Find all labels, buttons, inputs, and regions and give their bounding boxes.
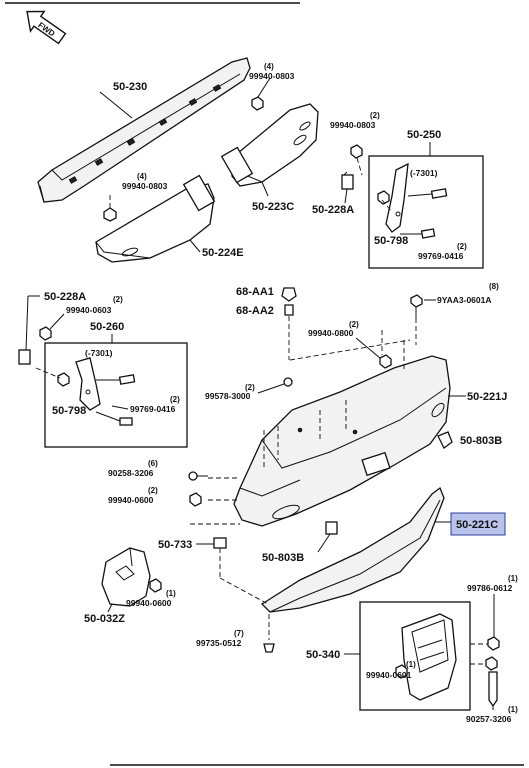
part-50-221J[interactable] [233, 355, 451, 527]
part-50-803B-a[interactable] [437, 431, 453, 449]
label-50-224E: 50-224E [202, 247, 244, 259]
qty-99940-0803-b: (2) [370, 111, 380, 120]
part-50-230[interactable] [37, 57, 251, 203]
label-99940-0603: 99940-0603 [66, 305, 112, 315]
qty-99940-0600-b: (1) [166, 589, 176, 598]
bolt-c-icon [96, 374, 136, 385]
label-50-798-b: 50-798 [52, 405, 86, 417]
box-50-340 [359, 601, 471, 711]
qty-9YAA3-0601A: (8) [489, 282, 499, 291]
part-50-228A-a[interactable] [341, 171, 354, 190]
bolt-99786-icon [470, 636, 500, 651]
screw-90257-icon [470, 656, 498, 708]
label-50-250: 50-250 [407, 129, 441, 141]
label-99940-0601: 99940-0601 [366, 670, 412, 680]
bolt-b-icon [400, 228, 436, 239]
label-50-340: 50-340 [306, 649, 340, 661]
clip-b-icon [57, 372, 70, 387]
label-90258-3206: 90258-3206 [108, 468, 154, 478]
qty-90258-3206: (6) [148, 459, 158, 468]
box-50-260 [44, 342, 188, 448]
qty-90257-3206: (1) [508, 705, 518, 714]
label-50-228A-b: 50-228A [44, 291, 86, 303]
label-50-032Z: 50-032Z [84, 613, 125, 625]
label-68-AA2: 68-AA2 [236, 305, 274, 317]
nut-99940-0603-icon [39, 326, 52, 341]
part-50-228A-b[interactable] [18, 349, 31, 365]
highlight-50-221C [450, 512, 506, 536]
label-50-228A-a: 50-228A [312, 204, 354, 216]
qty-99786-0612: (1) [508, 574, 518, 583]
nut-99940-0800-icon [379, 354, 392, 369]
label-99735-0512: 99735-0512 [196, 638, 242, 648]
qty-99940-0803-a: (4) [264, 62, 274, 71]
label-50-260: 50-260 [90, 321, 124, 333]
label-50-803B-b: 50-803B [262, 552, 304, 564]
bolt-9YAA3-icon [410, 294, 423, 318]
part-50-223C[interactable] [220, 103, 319, 187]
label-99940-0600-b: 99940-0600 [126, 598, 172, 608]
label-99769-0416-b: 99769-0416 [130, 404, 176, 414]
label-99578-3000: 99578-3000 [205, 391, 251, 401]
part-50-803B-b[interactable] [325, 521, 338, 535]
qty-99735-0512: (7) [234, 629, 244, 638]
nut-99940-0803-b-icon [350, 144, 363, 159]
bolt-d-icon [95, 411, 133, 426]
nut-99940-0601-icon [395, 664, 408, 679]
nut-99940-0600-b-icon [149, 578, 162, 593]
part-50-340[interactable] [401, 613, 457, 701]
nut-99940-0803-a-icon [251, 96, 264, 111]
clip-icon [377, 190, 390, 205]
label-99940-0600-a: 99940-0600 [108, 495, 154, 505]
qty-99940-0803-c: (4) [137, 172, 147, 181]
label-99940-0803-b: 99940-0803 [330, 120, 376, 130]
label-50-223C: 50-223C [252, 201, 294, 213]
clip-68-AA2-icon [284, 304, 294, 316]
fwd-arrow-icon: FWD [26, 10, 67, 45]
part-50-733[interactable] [213, 537, 227, 549]
label-7301-a: (-7301) [410, 168, 438, 178]
qty-99940-0601: (1) [406, 660, 416, 669]
bracket-50-260[interactable] [75, 357, 101, 411]
qty-99769-0416-b: (2) [170, 395, 180, 404]
label-99940-0803-c: 99940-0803 [122, 181, 168, 191]
label-50-221C[interactable]: 50-221C [456, 519, 498, 531]
part-50-032Z[interactable] [101, 547, 151, 607]
qty-99940-0800: (2) [349, 320, 359, 329]
nut-99940-0803-c-icon [103, 207, 117, 222]
part-50-224E[interactable] [95, 174, 216, 263]
qty-99769-0416-a: (2) [457, 242, 467, 251]
box-50-250 [368, 155, 484, 269]
label-68-AA1: 68-AA1 [236, 286, 274, 298]
label-50-803B-a: 50-803B [460, 435, 502, 447]
qty-99578-3000: (2) [245, 383, 255, 392]
label-50-230: 50-230 [113, 81, 147, 93]
bolt-a-icon [407, 188, 448, 199]
label-50-798-a: 50-798 [374, 235, 408, 247]
label-90257-3206: 90257-3206 [466, 714, 512, 724]
label-7301-b: (-7301) [85, 348, 113, 358]
label-99940-0803-a: 99940-0803 [249, 71, 295, 81]
label-99769-0416-a: 99769-0416 [418, 251, 464, 261]
screw-99735-icon [263, 614, 275, 653]
qty-99940-0600-a: (2) [148, 486, 158, 495]
part-50-221C[interactable] [260, 486, 445, 613]
label-9YAA3-0601A: 9YAA3-0601A [437, 295, 492, 305]
clip-99578-icon [283, 377, 293, 387]
label-99786-0612: 99786-0612 [467, 583, 513, 593]
nut-99940-0600-a-icon [189, 492, 202, 507]
label-50-733: 50-733 [158, 539, 192, 551]
qty-99940-0603: (2) [113, 295, 123, 304]
screw-90258-icon [188, 471, 208, 481]
label-50-221J: 50-221J [467, 391, 507, 403]
bracket-50-250[interactable] [385, 162, 409, 233]
label-99940-0800: 99940-0800 [308, 328, 354, 338]
clip-68-AA1-icon [281, 287, 297, 302]
